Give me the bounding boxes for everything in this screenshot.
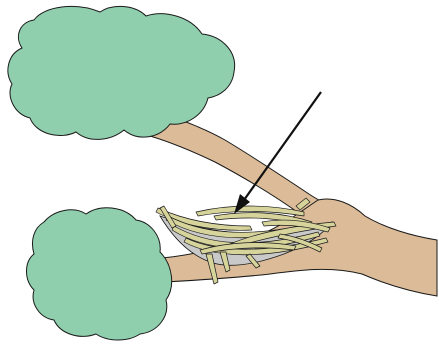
upper-tree-canopy <box>8 6 235 139</box>
lower-tree-canopy <box>27 208 172 340</box>
